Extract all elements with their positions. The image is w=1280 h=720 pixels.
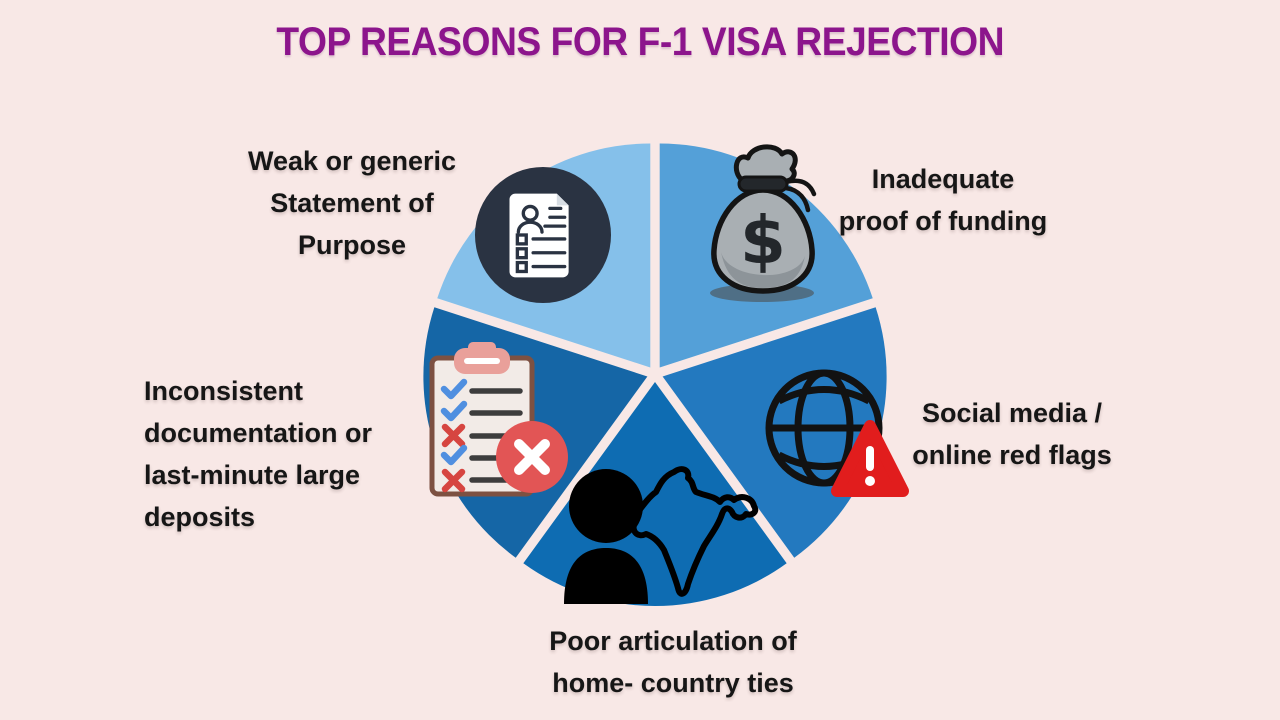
label-line: Inconsistent xyxy=(144,376,304,406)
label-line: home- country ties xyxy=(552,668,794,698)
label-home-country-ties: Poor articulation of home- country ties xyxy=(513,620,833,704)
label-line: Weak or generic xyxy=(247,146,457,176)
page-title: TOP REASONS FOR F-1 VISA REJECTION xyxy=(276,20,1004,64)
resume-document-icon xyxy=(474,166,612,304)
label-line: online red flags xyxy=(912,440,1112,470)
label-line: documentation or xyxy=(144,418,372,448)
label-line: Poor articulation of xyxy=(549,626,797,656)
label-social-media-red-flags: Social media / online red flags xyxy=(862,392,1162,476)
clipboard-checklist-icon xyxy=(429,342,568,497)
label-line: last-minute large xyxy=(144,460,361,490)
label-line: deposits xyxy=(144,502,256,532)
label-line: Purpose xyxy=(297,230,407,260)
label-inadequate-funding: Inadequate proof of funding xyxy=(793,158,1093,242)
pie-slice-1 xyxy=(662,307,887,558)
person-india-map-icon xyxy=(564,466,759,604)
label-inconsistent-documentation: Inconsistent documentation or last-minut… xyxy=(144,370,434,538)
label-weak-statement-of-purpose: Weak or generic Statement of Purpose xyxy=(202,140,502,266)
dollar-sign: $ xyxy=(740,202,786,279)
label-line: Social media / xyxy=(921,398,1103,428)
money-bag-icon: $ xyxy=(710,144,817,302)
label-line: Inadequate xyxy=(871,164,1015,194)
label-line: proof of funding xyxy=(838,206,1048,236)
globe-warning-icon xyxy=(765,369,909,497)
label-line: Statement of xyxy=(270,188,434,218)
